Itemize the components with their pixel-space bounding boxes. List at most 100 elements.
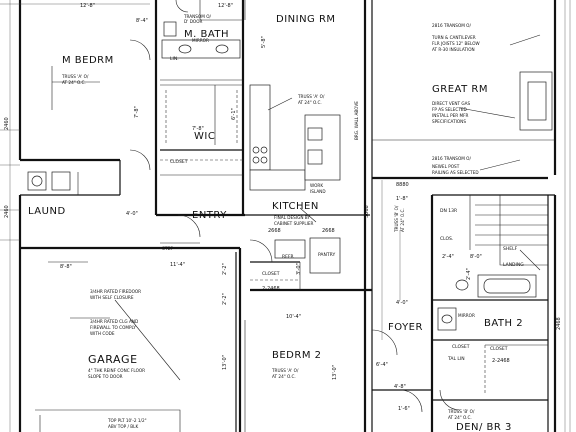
note-transom-great: 2816 TRANSOM O/ bbox=[432, 23, 471, 28]
note-truss-beam-1: TRUSS 'B' O/ bbox=[394, 205, 399, 233]
dim-12-8b: 12'-8" bbox=[218, 3, 233, 9]
dim-6-1: 6'-1" bbox=[231, 108, 237, 120]
label-linen: LIN. bbox=[170, 56, 179, 62]
note-firewall-3: WITH CODE bbox=[90, 331, 115, 336]
dim-5-8: 5'-8" bbox=[261, 36, 267, 48]
room-entry: ENTRY bbox=[192, 210, 227, 221]
note-truss-br2-2: AT 24" O.C. bbox=[272, 374, 296, 379]
note-mirror-mbath: MIRROR bbox=[192, 38, 209, 43]
note-truss-den-2: AT 24" O.C. bbox=[448, 415, 472, 420]
note-mirror-bath2: MIRROR bbox=[458, 313, 475, 318]
door-2468b: 2-2468 bbox=[492, 358, 510, 364]
dim-6-4: 6'-4" bbox=[376, 362, 388, 368]
note-transom-1: TRANSOM O/ bbox=[183, 14, 211, 19]
note-fireplace-1: DIRECT VENT GAS bbox=[432, 101, 470, 106]
dim-7-8v: 7'-8" bbox=[134, 106, 140, 118]
note-truss-wic-2: AT 24" O.C. bbox=[298, 100, 322, 105]
door-2460b: 2460 bbox=[4, 205, 10, 218]
note-firedoor-2: WITH SELF CLOSURE bbox=[90, 295, 134, 300]
label-closet-bath2: CLOSET bbox=[490, 346, 508, 352]
note-cantilever-1: TURN & CANTILEVER bbox=[431, 35, 476, 40]
label-pantry: PANTRY bbox=[318, 252, 335, 258]
note-topplt-1: TOP PLT 10'-2 1/2" bbox=[107, 418, 147, 423]
door-2468c: 2468 bbox=[556, 317, 562, 330]
door-2468: 2-2468 bbox=[262, 286, 280, 292]
label-refr: REFR bbox=[282, 254, 294, 260]
door-2460: 2460 bbox=[4, 117, 10, 130]
label-closet-den: CLOSET bbox=[452, 344, 470, 350]
dim-8-8: 8'-8" bbox=[60, 264, 72, 270]
room-foyer: FOYER bbox=[388, 322, 423, 333]
walls bbox=[18, 0, 557, 432]
note-island-2: ISLAND bbox=[310, 189, 326, 194]
label-step: STEP bbox=[162, 246, 173, 252]
dim-13-0b: 13'-0" bbox=[332, 365, 338, 380]
note-fireplace-2: FP AS SELECTED bbox=[432, 107, 467, 112]
dim-8-4: 8'-4" bbox=[136, 18, 148, 24]
dim-1-8: 1'-8" bbox=[396, 196, 408, 202]
note-truss-br2-1: TRUSS 'A' O/ bbox=[271, 368, 299, 373]
note-truss-beam-2: AT 24" O.C. bbox=[400, 208, 405, 232]
door-2668b: 2668 bbox=[322, 228, 335, 234]
note-cantilever-2: FLR JOISTS 12" BELOW bbox=[432, 41, 480, 46]
dim-2-4: 2'-4" bbox=[442, 254, 454, 260]
door-2668: 2668 bbox=[268, 228, 281, 234]
note-truss-mbed-2: AT 24" O.C. bbox=[62, 80, 86, 85]
note-newel-2: RAILING AS SELECTED bbox=[432, 170, 479, 175]
room-garage: GARAGE bbox=[88, 353, 138, 366]
room-wic: WIC bbox=[194, 131, 215, 142]
room-bedroom2: BEDRM 2 bbox=[272, 350, 322, 361]
dim-4-8: 4'-8" bbox=[394, 384, 406, 390]
note-kitchen-1: FINAL DESIGN BY bbox=[274, 215, 310, 220]
dim-1-6: 1'-6" bbox=[398, 406, 410, 412]
note-newel-1: NEWEL POST bbox=[432, 164, 460, 169]
room-kitchen: KITCHEN bbox=[272, 201, 319, 212]
dim-7-8: 7'-8" bbox=[192, 126, 204, 132]
note-garage-1: 4" THK REINF CONC FLOOR bbox=[88, 368, 145, 373]
dim-3-0: 3'-0" bbox=[296, 263, 302, 275]
note-kitchen-2: CABINET SUPPLIER bbox=[274, 221, 314, 226]
note-cantilever-3: AT R-30 INSULATION bbox=[432, 47, 475, 52]
note-truss-den-1: TRUSS 'B' O/ bbox=[447, 409, 475, 414]
note-transom-great2: 2816 TRANSOM O/ bbox=[432, 156, 471, 161]
note-firedoor-1: 3/4HR RATED FIREDOOR bbox=[90, 289, 141, 294]
label-tal-lin: TAL LIN bbox=[447, 356, 465, 362]
dim-13-0: 13'-0" bbox=[222, 355, 228, 370]
room-den: DEN/ BR 3 bbox=[456, 422, 512, 432]
dim-4-0: 4'-0" bbox=[126, 211, 138, 217]
label-dn: DN 13R bbox=[440, 208, 457, 214]
note-topplt-2: ABV TOP / BLK bbox=[108, 424, 138, 429]
label-shelf: SHELF bbox=[503, 246, 518, 252]
note-garage-2: SLOPE TO DOOR bbox=[88, 374, 123, 379]
dim-10-4: 10'-4" bbox=[286, 314, 301, 320]
room-master-bedroom: M BEDRM bbox=[62, 55, 114, 66]
label-closet-br2: CLOSET bbox=[262, 271, 280, 277]
notes: TRUSS 'A' O/ AT 24" O.C. TRUSS 'A' O/ AT… bbox=[61, 14, 480, 429]
dim-2-2b: 2'-2" bbox=[222, 263, 228, 275]
dim-2-2: 2'-2" bbox=[222, 293, 228, 305]
note-fireplace-3: INSTALL PER MFR bbox=[432, 113, 469, 118]
dim-11-4: 11'-4" bbox=[170, 262, 185, 268]
room-master-bath: M. BATH bbox=[184, 29, 229, 40]
label-clos: CLOS. bbox=[440, 236, 453, 242]
note-transom-2: D' DOOR bbox=[184, 19, 203, 24]
note-truss-mbed-1: TRUSS 'A' O/ bbox=[61, 74, 89, 79]
note-brg-wall: BRG. WALL ABOVE bbox=[354, 101, 359, 140]
label-landing: LANDING bbox=[503, 262, 524, 268]
label-closet: CLOSET bbox=[170, 159, 188, 165]
room-great: GREAT RM bbox=[432, 84, 488, 95]
room-bath2: BATH 2 bbox=[484, 318, 523, 329]
note-firewall-1: 3/4HR RATED CLG AND bbox=[90, 319, 138, 324]
room-labels: DINING RM M BEDRM M. BATH WIC GREAT RM L… bbox=[28, 14, 523, 432]
small-labels: CLOSET CLOSET CLOSET CLOSET LIN. CLOS. P… bbox=[162, 56, 524, 362]
dim-12-8: 12'-8" bbox=[80, 3, 95, 9]
dim-4-0b: 4'-0" bbox=[396, 300, 408, 306]
room-laundry: LAUND bbox=[28, 206, 66, 217]
note-firewall-2: FIREWALL TO COMPLY bbox=[90, 325, 136, 330]
note-fireplace-4: SPECIFICATIONS bbox=[432, 119, 466, 124]
dimensions: 12'-8" 12'-8" 8'-4" 7'-8" 7'-8" 6'-1" 5'… bbox=[4, 3, 562, 412]
note-island-1: WORK bbox=[310, 183, 323, 188]
room-dining: DINING RM bbox=[276, 14, 336, 25]
